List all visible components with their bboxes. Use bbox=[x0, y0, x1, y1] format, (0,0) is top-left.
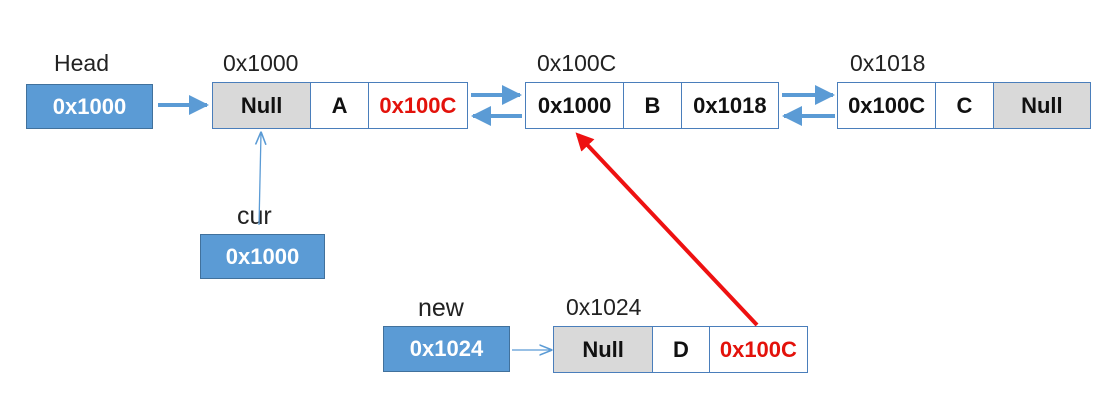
node-c-data-field: C bbox=[935, 83, 993, 128]
node-b-data-field: B bbox=[623, 83, 681, 128]
new-label: new bbox=[418, 294, 464, 322]
node-b-address: 0x100C bbox=[537, 50, 617, 76]
node-d: Null D 0x100C bbox=[553, 326, 808, 373]
node-a-address: 0x1000 bbox=[223, 50, 299, 76]
head-label: Head bbox=[54, 50, 109, 76]
node-a-data-field: A bbox=[310, 83, 368, 128]
node-d-data-field: D bbox=[652, 327, 709, 372]
node-a: Null A 0x100C bbox=[212, 82, 468, 129]
cur-pointer-box: 0x1000 bbox=[200, 234, 325, 279]
node-d-prev-field: Null bbox=[554, 327, 653, 372]
node-b-prev-field: 0x1000 bbox=[526, 83, 624, 128]
node-c: 0x100C C Null bbox=[837, 82, 1091, 129]
node-b: 0x1000 B 0x1018 bbox=[525, 82, 779, 129]
node-d-address: 0x1024 bbox=[566, 294, 642, 320]
node-c-prev-field: 0x100C bbox=[838, 83, 936, 128]
node-a-prev-field: Null bbox=[213, 83, 311, 128]
new-pointer-box: 0x1024 bbox=[383, 326, 510, 372]
head-pointer-box: 0x1000 bbox=[26, 84, 153, 129]
node-d-next-field: 0x100C bbox=[708, 327, 807, 372]
node-c-next-field: Null bbox=[992, 83, 1090, 128]
node-a-next-field: 0x100C bbox=[367, 83, 467, 128]
cur-label: cur bbox=[237, 202, 272, 230]
node-b-next-field: 0x1018 bbox=[680, 83, 778, 128]
node-c-address: 0x1018 bbox=[850, 50, 926, 76]
